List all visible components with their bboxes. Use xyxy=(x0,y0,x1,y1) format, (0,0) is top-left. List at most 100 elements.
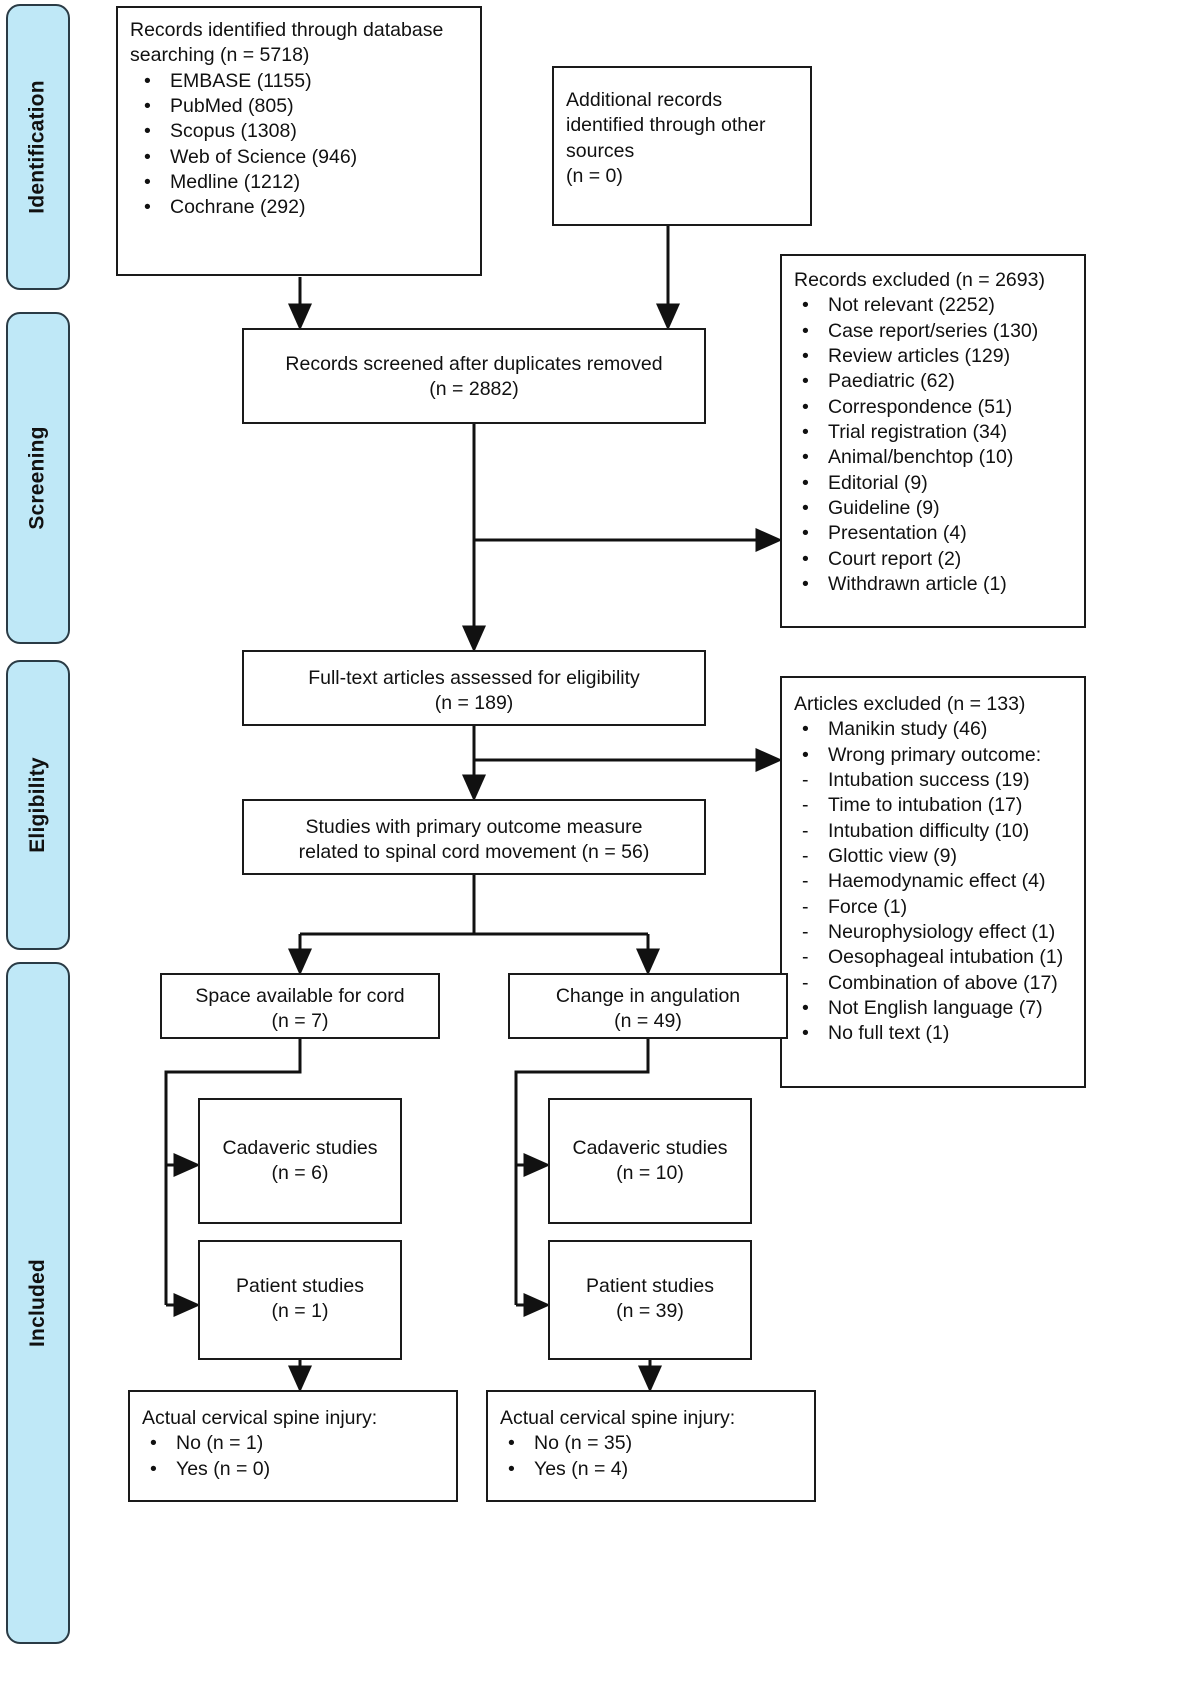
node-injury-right: Actual cervical spine injury: •No (n = 3… xyxy=(486,1390,816,1502)
stage-label-identification-text: Identification xyxy=(26,80,49,214)
node-injury-left: Actual cervical spine injury: •No (n = 1… xyxy=(128,1390,458,1502)
list-item: •Paediatric (62) xyxy=(794,369,1072,394)
node-records-identified-list: •EMBASE (1155) •PubMed (805) •Scopus (13… xyxy=(130,69,468,221)
list-item: -Haemodynamic effect (4) xyxy=(794,869,1072,894)
bullet-icon: • xyxy=(802,997,809,1020)
list-item: •Web of Science (946) xyxy=(130,145,468,170)
dash-icon: - xyxy=(802,845,809,868)
bullet-icon: • xyxy=(802,743,809,766)
dash-icon: - xyxy=(802,870,809,893)
dash-icon: - xyxy=(802,819,809,842)
list-item: •Correspondence (51) xyxy=(794,395,1072,420)
node-patient-left-line2: (n = 1) xyxy=(271,1300,329,1323)
bullet-icon: • xyxy=(802,345,809,368)
node-space-available-for-cord: Space available for cord (n = 7) xyxy=(160,973,440,1039)
list-item: -Neurophysiology effect (1) xyxy=(794,920,1072,945)
node-fulltext-assessed-line2: (n = 189) xyxy=(434,692,514,715)
list-item: -Intubation success (19) xyxy=(794,768,1072,793)
stage-label-identification: Identification xyxy=(6,4,70,290)
list-item: -Time to intubation (17) xyxy=(794,793,1072,818)
bullet-icon: • xyxy=(508,1457,515,1480)
node-additional-records-line2: identified through other xyxy=(566,114,766,137)
dash-icon: - xyxy=(802,921,809,944)
list-item: •No (n = 35) xyxy=(500,1431,802,1456)
dash-icon: - xyxy=(802,769,809,792)
list-item: •EMBASE (1155) xyxy=(130,69,468,94)
bullet-icon: • xyxy=(144,196,151,219)
list-item: •Cochrane (292) xyxy=(130,195,468,220)
node-articles-excluded-title: Articles excluded (n = 133) xyxy=(794,693,1026,715)
list-item: •Review articles (129) xyxy=(794,344,1072,369)
node-fulltext-assessed-line1: Full-text articles assessed for eligibil… xyxy=(308,667,640,689)
stage-label-screening: Screening xyxy=(6,312,70,644)
bullet-icon: • xyxy=(802,573,809,596)
node-space-available-line2: (n = 7) xyxy=(271,1010,329,1033)
stage-label-included: Included xyxy=(6,962,70,1644)
node-records-excluded-list: •Not relevant (2252) •Case report/series… xyxy=(794,293,1072,597)
bullet-icon: • xyxy=(802,547,809,570)
list-item: •Case report/series (130) xyxy=(794,319,1072,344)
dash-icon: - xyxy=(802,946,809,969)
bullet-icon: • xyxy=(802,421,809,444)
list-item: •Wrong primary outcome: xyxy=(794,743,1072,768)
list-item: •Animal/benchtop (10) xyxy=(794,445,1072,470)
node-change-angulation-line2: (n = 49) xyxy=(614,1010,682,1033)
node-records-excluded-title: Records excluded (n = 2693) xyxy=(794,269,1045,291)
node-additional-records-line1: Additional records xyxy=(566,89,723,111)
bullet-icon: • xyxy=(802,370,809,393)
node-articles-excluded-list: •Manikin study (46) •Wrong primary outco… xyxy=(794,717,1072,1046)
node-change-in-angulation: Change in angulation (n = 49) xyxy=(508,973,788,1039)
list-item: •Presentation (4) xyxy=(794,521,1072,546)
node-patient-right-line2: (n = 39) xyxy=(616,1300,684,1323)
list-item: •No full text (1) xyxy=(794,1021,1072,1046)
node-cadaveric-left-line1: Cadaveric studies xyxy=(222,1137,378,1159)
node-cadaveric-studies-right: Cadaveric studies (n = 10) xyxy=(548,1098,752,1224)
list-item: •Not relevant (2252) xyxy=(794,293,1072,318)
node-cadaveric-left-line2: (n = 6) xyxy=(271,1162,329,1185)
node-records-identified: Records identified through database sear… xyxy=(116,6,482,276)
bullet-icon: • xyxy=(802,718,809,741)
stage-label-eligibility-text: Eligibility xyxy=(26,757,50,853)
list-item: •Editorial (9) xyxy=(794,471,1072,496)
stage-label-screening-text: Screening xyxy=(26,426,49,530)
node-records-identified-title: Records identified through database sear… xyxy=(130,19,444,67)
node-change-angulation-line1: Change in angulation xyxy=(555,985,741,1007)
bullet-icon: • xyxy=(802,497,809,520)
list-item: •Medline (1212) xyxy=(130,170,468,195)
node-records-screened-line2: (n = 2882) xyxy=(429,378,519,401)
node-patient-right-line1: Patient studies xyxy=(586,1275,714,1297)
node-records-screened: Records screened after duplicates remove… xyxy=(242,328,706,424)
node-fulltext-assessed: Full-text articles assessed for eligibil… xyxy=(242,650,706,726)
node-injury-left-title: Actual cervical spine injury: xyxy=(142,1407,378,1429)
dash-icon: - xyxy=(802,971,809,994)
node-additional-records: Additional records identified through ot… xyxy=(552,66,812,226)
bullet-icon: • xyxy=(144,69,151,92)
list-item: -Force (1) xyxy=(794,895,1072,920)
bullet-icon: • xyxy=(802,294,809,317)
stage-label-eligibility: Eligibility xyxy=(6,660,70,950)
node-additional-records-line3: sources xyxy=(566,139,635,162)
node-injury-left-list: •No (n = 1) •Yes (n = 0) xyxy=(142,1431,444,1482)
list-item: •Scopus (1308) xyxy=(130,119,468,144)
list-item: •Court report (2) xyxy=(794,547,1072,572)
dash-icon: - xyxy=(802,895,809,918)
node-primary-outcome-line2: related to spinal cord movement (n = 56) xyxy=(298,841,650,864)
node-patient-studies-left: Patient studies (n = 1) xyxy=(198,1240,402,1360)
node-cadaveric-right-line2: (n = 10) xyxy=(616,1162,684,1185)
node-patient-left-line1: Patient studies xyxy=(236,1275,364,1297)
node-space-available-line1: Space available for cord xyxy=(195,985,405,1007)
list-item: •Trial registration (34) xyxy=(794,420,1072,445)
bullet-icon: • xyxy=(802,319,809,342)
list-item: •No (n = 1) xyxy=(142,1431,444,1456)
list-item: -Combination of above (17) xyxy=(794,971,1072,996)
bullet-icon: • xyxy=(150,1432,157,1455)
node-additional-records-line4: (n = 0) xyxy=(566,165,623,188)
list-item: -Intubation difficulty (10) xyxy=(794,819,1072,844)
bullet-icon: • xyxy=(150,1457,157,1480)
list-item: •Guideline (9) xyxy=(794,496,1072,521)
list-item: •Withdrawn article (1) xyxy=(794,572,1072,597)
node-injury-right-title: Actual cervical spine injury: xyxy=(500,1407,736,1429)
node-cadaveric-studies-left: Cadaveric studies (n = 6) xyxy=(198,1098,402,1224)
node-primary-outcome-studies: Studies with primary outcome measure rel… xyxy=(242,799,706,875)
